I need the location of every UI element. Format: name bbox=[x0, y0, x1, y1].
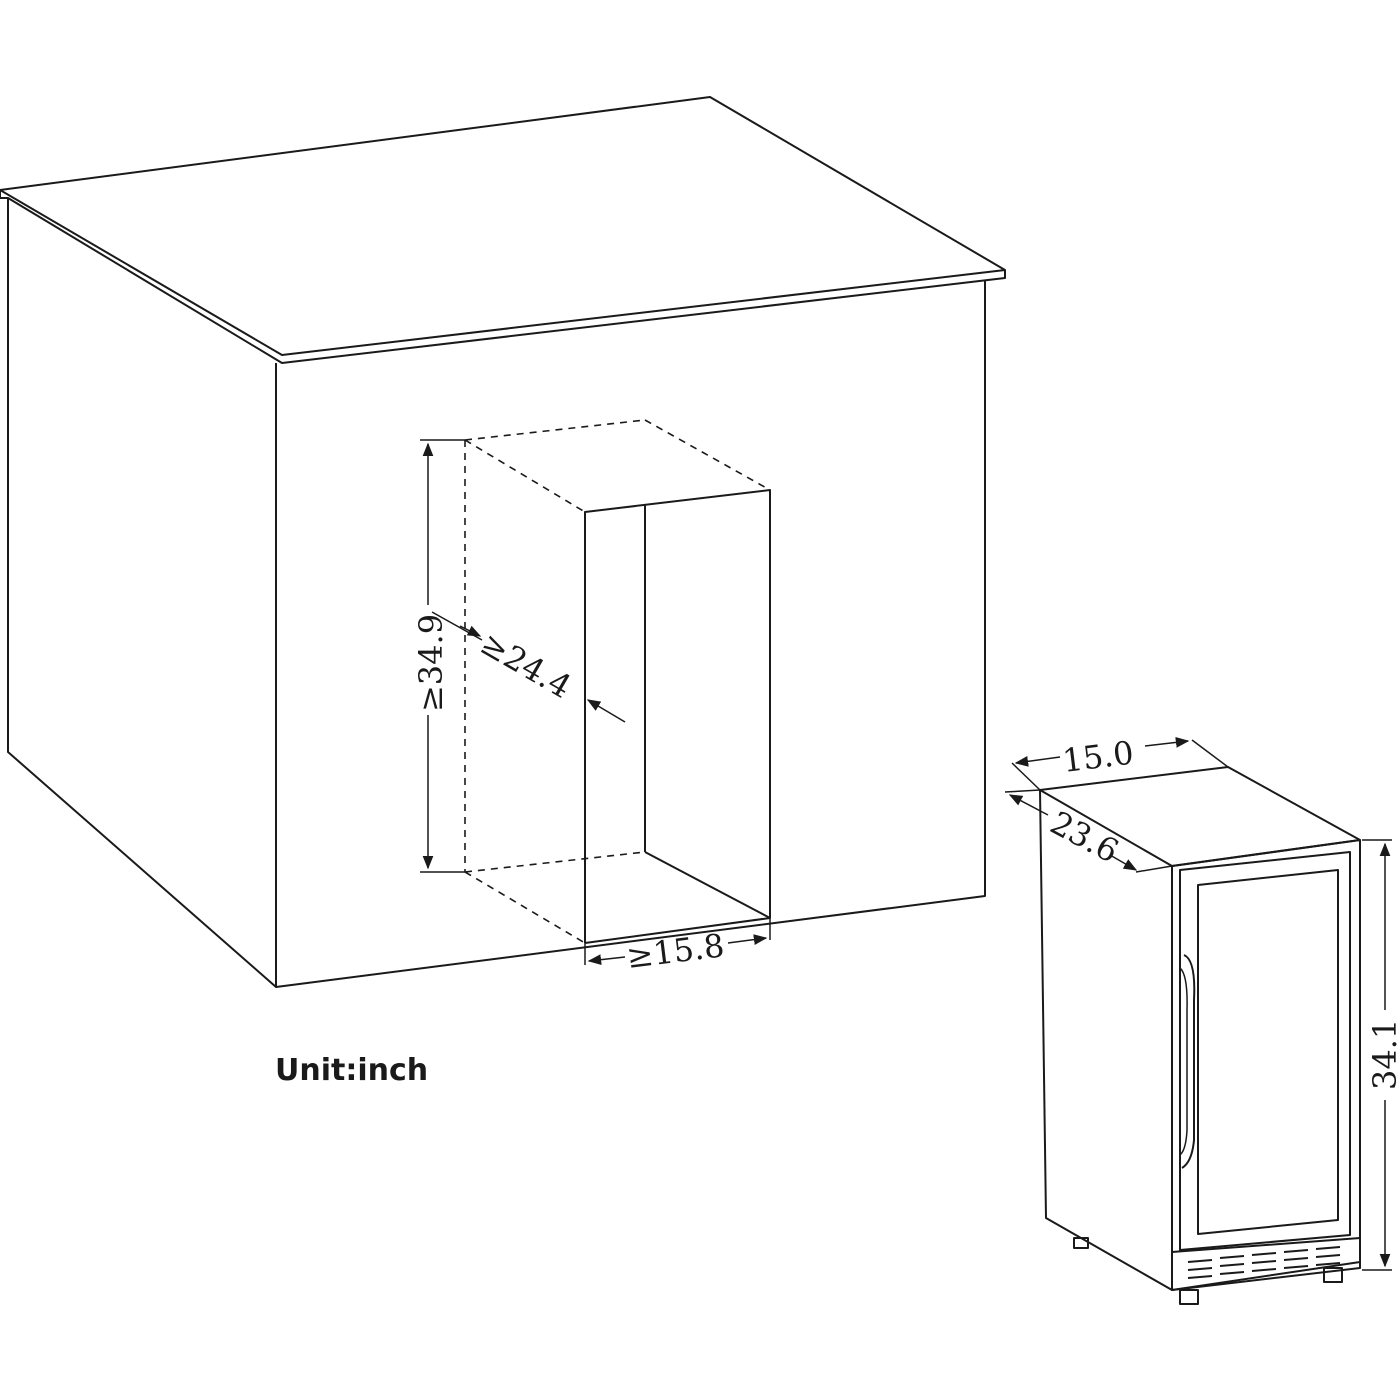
cabinet-drawing: ≥34.9 ≥24.4 ≥15.8 bbox=[0, 96, 1006, 988]
cutout-depth-dimension: ≥24.4 bbox=[431, 611, 626, 723]
countertop-edge bbox=[0, 190, 1006, 364]
countertop bbox=[0, 96, 1006, 356]
cooler-foot bbox=[1323, 1267, 1343, 1283]
cooler-front bbox=[1171, 839, 1361, 1291]
cooler-height-dimension: 34.1 bbox=[1362, 839, 1400, 1271]
cooler-depth-dimension: 23.6 bbox=[1004, 789, 1173, 873]
cooler-door bbox=[1179, 851, 1351, 1251]
cutout-height-label: ≥34.9 bbox=[412, 614, 450, 712]
unit-label: Unit:inch bbox=[275, 1053, 428, 1088]
cooler-width-dimension: 15.0 bbox=[1011, 734, 1229, 791]
vent-grille-icon bbox=[1187, 1246, 1341, 1279]
cooler-depth-label: 23.6 bbox=[1044, 804, 1125, 871]
cooler-width-label: 15.0 bbox=[1060, 734, 1135, 780]
cabinet-front bbox=[275, 280, 986, 988]
cabinet-left-side bbox=[7, 198, 277, 988]
cutout-depth-label: ≥24.4 bbox=[474, 624, 578, 706]
cutout-width-label: ≥15.8 bbox=[624, 926, 726, 976]
door-handle-icon bbox=[1181, 954, 1196, 1169]
cutout-opening bbox=[464, 419, 771, 944]
cooler-foot bbox=[1073, 1237, 1089, 1249]
cooler-kickplate bbox=[1171, 1237, 1361, 1291]
wine-cooler-drawing: 15.0 23.6 34.1 bbox=[1004, 734, 1400, 1305]
cutout-height-dimension: ≥34.9 bbox=[412, 439, 465, 873]
cooler-height-label: 34.1 bbox=[1366, 1019, 1400, 1090]
cooler-door-glass bbox=[1197, 869, 1339, 1235]
cooler-foot bbox=[1179, 1289, 1199, 1305]
